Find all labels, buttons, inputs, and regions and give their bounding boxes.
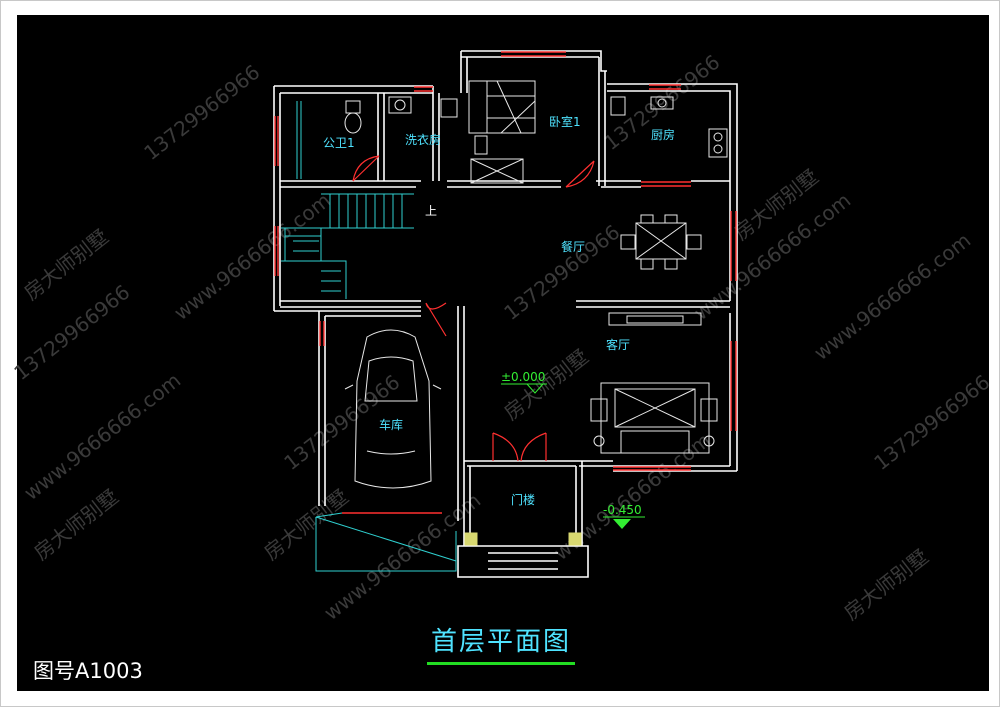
label-laundry: 洗衣房 — [405, 132, 441, 147]
level-porch-label: -0.450 — [603, 503, 642, 517]
label-garage: 车库 — [379, 417, 403, 432]
watermark-phone-4: 13729966966 — [499, 220, 624, 325]
watermark-site-1: www.9666666.com — [19, 368, 185, 505]
watermark-site-6: www.9666666.com — [809, 228, 975, 365]
cad-canvas — [17, 15, 989, 691]
stair-up-label: 上 — [425, 204, 437, 218]
staircase — [281, 101, 414, 299]
drawing-title-block: 首层平面图 — [1, 621, 1000, 665]
watermark-site-2: www.9666666.com — [169, 188, 335, 325]
room-labels: 公卫1 洗衣房 卧室1 厨房 餐厅 客厅 车库 门楼 — [323, 114, 675, 507]
watermark-phone-6: 13729966966 — [869, 370, 994, 475]
label-living: 客厅 — [606, 337, 630, 352]
level-porch-marker — [613, 519, 631, 529]
drawing-number: 图号A1003 — [33, 659, 143, 683]
watermark-brand-6: 房大师别墅 — [19, 224, 113, 304]
fixtures — [315, 80, 728, 572]
walls — [273, 50, 738, 578]
doors — [352, 155, 595, 462]
annotations: 上 ±0.000 -0.450 — [425, 204, 645, 529]
level-main-marker — [501, 383, 547, 394]
drawing-title: 首层平面图 — [426, 621, 575, 665]
watermark-phone-2: 13729966966 — [139, 60, 264, 165]
porch-columns — [464, 532, 582, 546]
label-bedroom: 卧室1 — [549, 114, 581, 129]
level-main-label: ±0.000 — [501, 370, 545, 384]
label-kitchen: 厨房 — [651, 127, 675, 142]
windows — [274, 51, 737, 514]
label-dining: 餐厅 — [561, 239, 585, 254]
label-porch: 门楼 — [511, 492, 535, 507]
label-public-wc: 公卫1 — [323, 136, 355, 150]
watermark-brand-5: 房大师别墅 — [839, 544, 933, 624]
watermark-layer: 房大师别墅 房大师别墅 房大师别墅 房大师别墅 房大师别墅 房大师别墅 1372… — [9, 50, 994, 625]
watermark-brand-3: 房大师别墅 — [499, 344, 593, 424]
